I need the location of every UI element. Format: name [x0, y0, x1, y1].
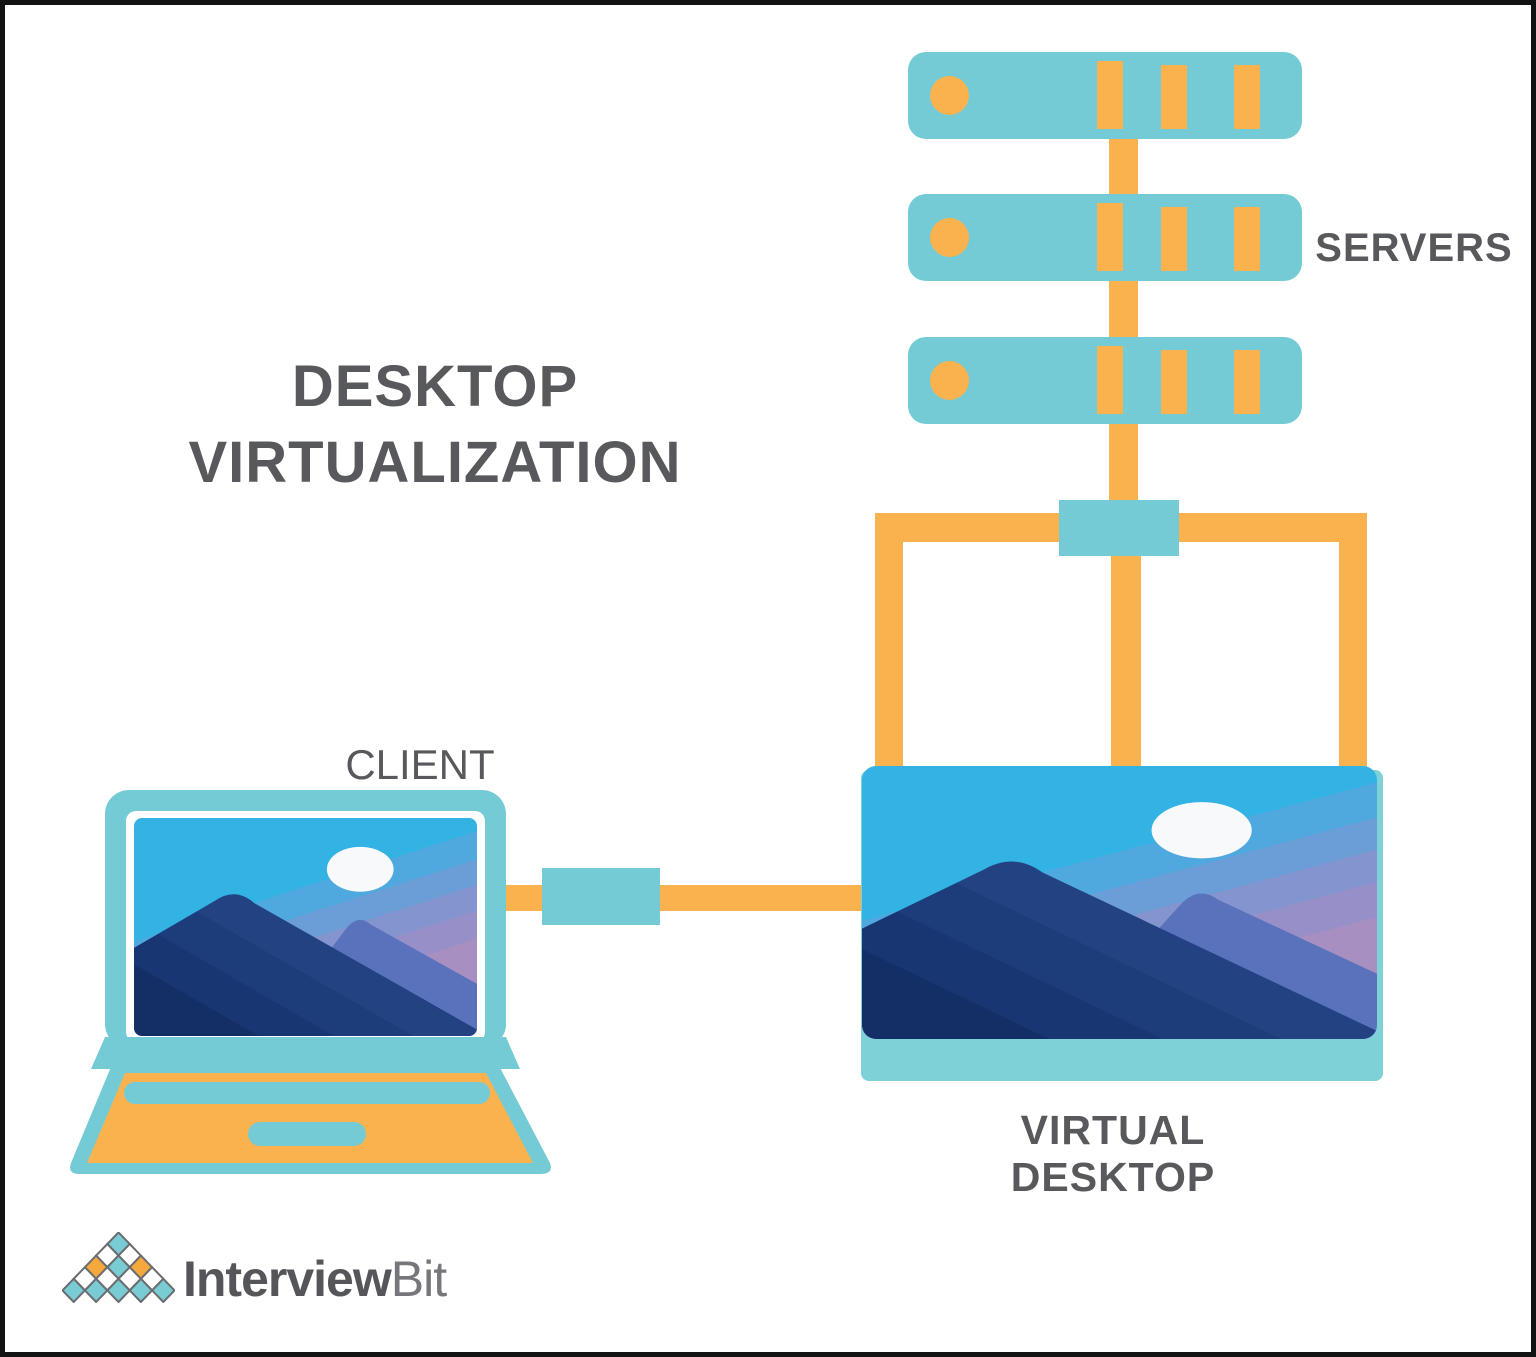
monitor-wallpaper	[862, 766, 1377, 1039]
logo-diamond-teal	[128, 1277, 154, 1303]
cable-connector	[542, 868, 660, 925]
laptop-keyboard-bar	[124, 1082, 490, 1104]
network-switch	[1059, 500, 1179, 556]
server-slot	[1234, 65, 1260, 129]
server-link-1	[1109, 138, 1138, 196]
server-slot	[1161, 65, 1187, 129]
laptop-wallpaper	[134, 818, 477, 1036]
server-led-icon	[930, 361, 969, 400]
server-link-2	[1109, 280, 1138, 339]
server-slot	[1234, 350, 1260, 414]
bus-drop-right	[1339, 535, 1367, 775]
servers-label: SERVERS	[1315, 226, 1513, 270]
title-line-1: DESKTOP	[291, 354, 579, 419]
server-slot	[1097, 346, 1123, 414]
title-line-2: VIRTUALIZATION	[188, 430, 682, 495]
server-slot	[1161, 207, 1187, 271]
bus-drop-center	[1111, 555, 1141, 776]
server-led-icon	[930, 218, 969, 257]
logo-diamond-teal	[150, 1277, 175, 1303]
server-rack-2	[908, 194, 1302, 281]
server-slot	[1097, 203, 1123, 271]
virtual-desktop-label: VIRTUAL DESKTOP	[1010, 1107, 1216, 1200]
logo-pyramid	[62, 1232, 175, 1303]
logo-text-secondary: Bit	[390, 1251, 447, 1307]
laptop-hinge	[91, 1037, 520, 1069]
logo-text-primary: Interview	[183, 1251, 392, 1307]
logo-text: InterviewBit	[183, 1251, 447, 1307]
server-slot	[1234, 207, 1260, 271]
server-led-icon	[930, 76, 969, 115]
bus-drop-left	[875, 535, 903, 775]
page-title: DESKTOP VIRTUALIZATION	[105, 349, 765, 501]
laptop-trackpad	[248, 1122, 366, 1146]
client-label: CLIENT	[345, 741, 495, 788]
server-link-3	[1109, 423, 1138, 503]
logo-diamond-teal	[105, 1277, 132, 1303]
virtual-desktop-monitor	[861, 766, 1383, 1081]
server-rack-3	[908, 337, 1302, 424]
server-slot	[1097, 61, 1123, 129]
logo-diamond-teal	[83, 1277, 109, 1303]
client-laptop	[70, 790, 551, 1174]
logo-diamond-teal	[62, 1277, 87, 1303]
server-slot	[1161, 350, 1187, 414]
server-rack-1	[908, 52, 1302, 139]
